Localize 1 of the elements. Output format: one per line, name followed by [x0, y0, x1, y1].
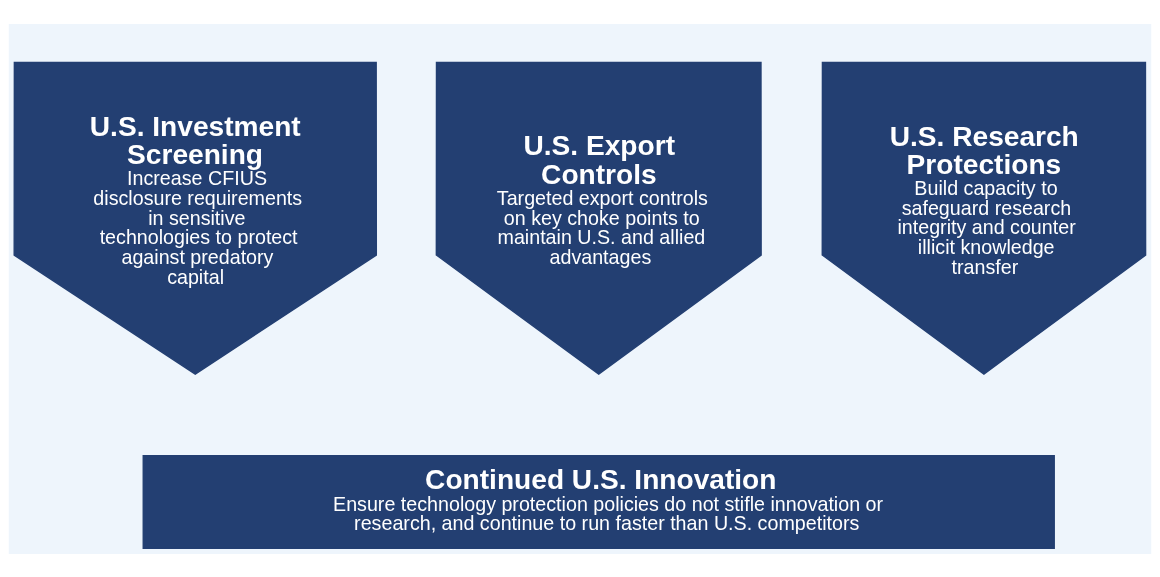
node-box: Continued U.S. Innovation Ensure technology protection policies do not stifle innovation or research, and continue to run faster than U.S. competitors	[142, 454, 1055, 549]
